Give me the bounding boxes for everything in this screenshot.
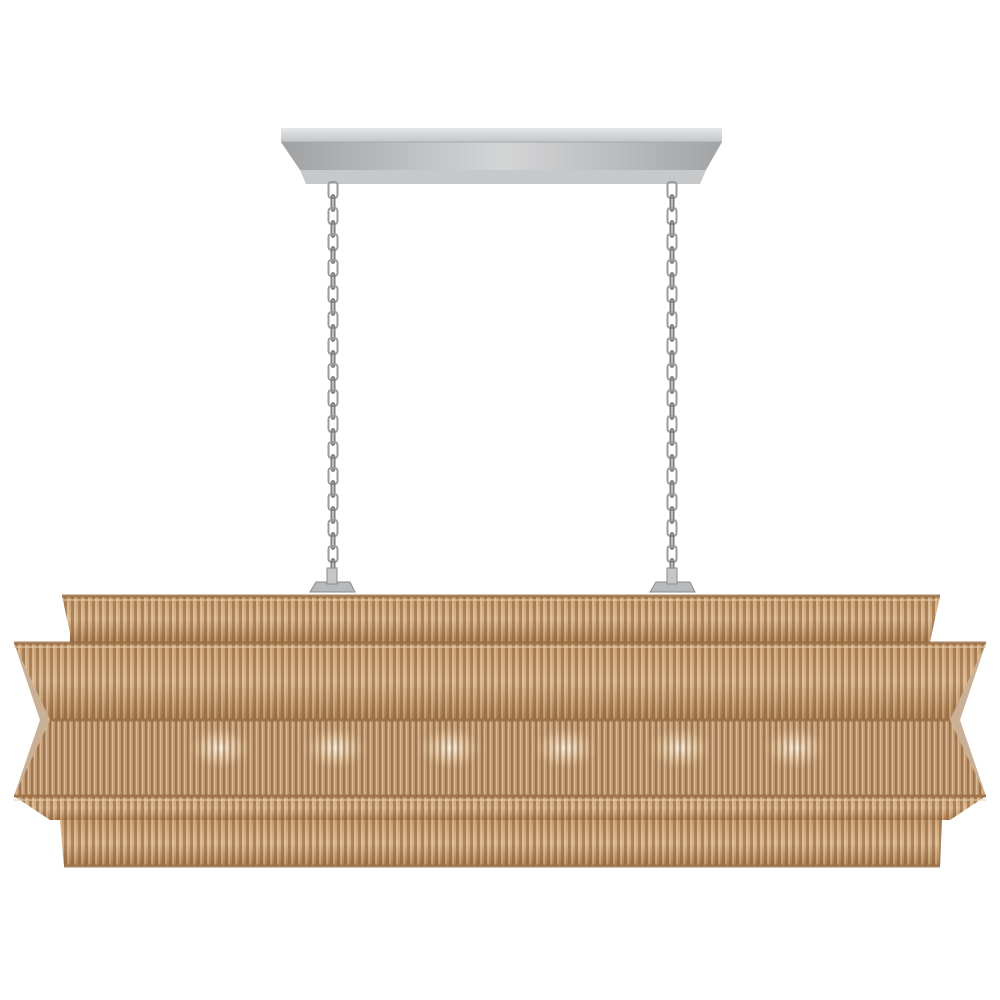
ceiling-canopy [281,128,722,184]
chain-link [666,467,678,485]
left-chain-mount [309,567,356,593]
chain-link [666,285,678,303]
chain-link [666,363,678,381]
chain-link [327,467,339,485]
chain-link [669,194,675,212]
chain-link [666,493,678,511]
chain-link [330,376,336,394]
chain-link [669,480,675,498]
right-chain-mount [649,567,696,593]
woven-rattan-shade [14,594,986,868]
chain-link [669,532,675,550]
chain-link [330,350,336,368]
chain-link [669,272,675,290]
chain-link [666,415,678,433]
chain-link [666,259,678,277]
chain-link [327,259,339,277]
chain-link [669,428,675,446]
chain-link [327,519,339,537]
chain-link [330,220,336,238]
chain-link [330,506,336,524]
chain-link [327,233,339,251]
chain-link [666,207,678,225]
chain-link [666,441,678,459]
chain-link [666,337,678,355]
chain-link [327,207,339,225]
chain-link [327,415,339,433]
chain-link [330,272,336,290]
chain-link [666,311,678,329]
chain-link [330,402,336,420]
chain-link [327,441,339,459]
chain-link [327,545,339,563]
chain-link [327,285,339,303]
right-chain [666,181,678,576]
chain-link [327,181,339,199]
chain-link [669,324,675,342]
chain-link [669,454,675,472]
chain-link [666,181,678,199]
chain-link [327,389,339,407]
chain-link [669,220,675,238]
chain-link [666,233,678,251]
chain-link [669,376,675,394]
chain-link [669,506,675,524]
chain-link [330,480,336,498]
chain-link [669,298,675,316]
chain-link [669,246,675,264]
chain-link [327,493,339,511]
chain-link [330,194,336,212]
chain-link [669,402,675,420]
chain-link [327,363,339,381]
chain-link [669,350,675,368]
chain-link [666,545,678,563]
chain-link [330,246,336,264]
chain-link [327,311,339,329]
chain-link [327,337,339,355]
left-chain [327,181,339,576]
chain-link [330,454,336,472]
chain-link [330,324,336,342]
chain-link [330,298,336,316]
chain-link [666,519,678,537]
chain-link [666,389,678,407]
chain-link [330,428,336,446]
chain-link [330,532,336,550]
